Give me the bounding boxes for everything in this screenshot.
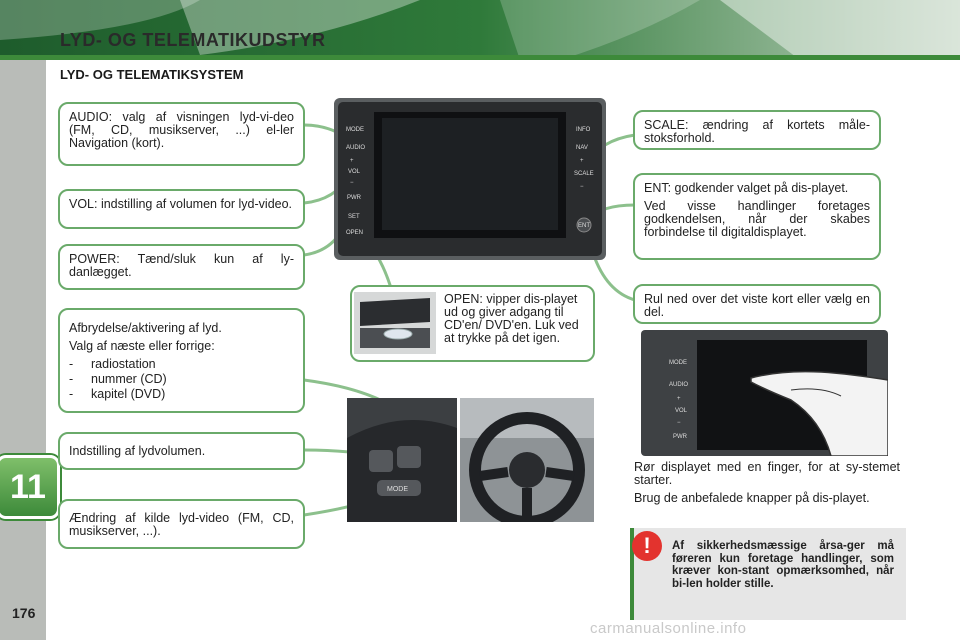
touch-instructions: Rør displayet med en finger, for at sy-s…: [634, 461, 900, 510]
callout-source: Ændring af kilde lyd-video (FM, CD, musi…: [58, 499, 305, 549]
open-display-image: [354, 292, 436, 354]
callout-ent: ENT: godkender valget på dis-playet. Ved…: [633, 173, 881, 260]
warning-box: [630, 528, 906, 620]
button-label: ENT: [578, 223, 590, 229]
callout-audio: AUDIO: valg af visningen lyd-vi-deo (FM,…: [58, 102, 305, 166]
ent-text-2: Ved visse handlinger foretages godkendel…: [644, 199, 870, 239]
power-text: POWER: Tænd/sluk kun af ly-danlægget.: [69, 252, 294, 279]
scale-text: SCALE: ændring af kortets måle-stoksforh…: [644, 118, 870, 145]
callout-power: POWER: Tænd/sluk kun af ly-danlægget.: [58, 244, 305, 290]
volume-setting-text: Indstilling af lydvolumen.: [69, 444, 206, 458]
button-label: −: [580, 184, 584, 190]
button-label: NAV: [576, 145, 588, 151]
ent-text-1: ENT: godkender valget på dis-playet.: [644, 181, 849, 195]
touchscreen-image: MODE AUDIO + VOL − PWR: [641, 330, 888, 456]
button-label: +: [677, 396, 681, 402]
button-label: −: [677, 420, 681, 426]
button-label: AUDIO: [346, 145, 365, 151]
button-label: −: [350, 180, 354, 186]
section-title: LYD- OG TELEMATIKUDSTYR: [60, 30, 326, 50]
button-label: MODE: [346, 127, 364, 133]
source-text: Ændring af kilde lyd-video (FM, CD, musi…: [69, 511, 294, 538]
button-label: SET: [348, 214, 360, 220]
callout-mute: Afbrydelse/aktivering af lyd. Valg af næ…: [58, 308, 305, 413]
device-right-buttons: INFO NAV + SCALE −: [574, 127, 594, 190]
button-label: SCALE: [574, 171, 594, 177]
button-label: INFO: [576, 127, 591, 133]
watermark: carmanualsonline.info: [590, 620, 747, 637]
list-item: radiostation: [69, 358, 294, 371]
audio-text: AUDIO: valg af visningen lyd-vi-deo (FM,…: [69, 110, 294, 150]
button-label: VOL: [348, 169, 361, 175]
mute-text-2: Valg af næste eller forrige:: [69, 339, 215, 353]
button-label: VOL: [675, 408, 688, 414]
subsection-title: LYD- OG TELEMATIKSYSTEM: [60, 67, 244, 82]
chapter-tab: 11: [0, 455, 60, 519]
list-item: kapitel (DVD): [69, 388, 294, 401]
mute-text-1: Afbrydelse/aktivering af lyd.: [69, 321, 222, 335]
touch-text-1: Rør displayet med en finger, for at sy-s…: [634, 460, 900, 487]
warning-text: Af sikkerhedsmæssige årsa-ger må føreren…: [672, 540, 894, 590]
device-left-buttons: MODE AUDIO + VOL − PWR SET OPEN: [346, 127, 365, 236]
side-strip: [0, 60, 46, 640]
open-text: OPEN: vipper dis-playet ud og giver adga…: [444, 292, 579, 345]
header-banner: [0, 0, 960, 60]
multimedia-unit-image: MODE AUDIO + VOL − PWR SET OPEN INFO NAV…: [334, 98, 606, 260]
callout-scroll: Rul ned over det viste kort eller vælg e…: [633, 284, 881, 324]
touch-text-2: Brug de anbefalede knapper på dis-playet…: [634, 491, 870, 505]
callout-vol: VOL: indstilling af volumen for lyd-vide…: [58, 189, 305, 229]
mute-list: radiostation nummer (CD) kapitel (DVD): [69, 358, 294, 401]
steering-wheel-image: [460, 398, 594, 522]
button-label: PWR: [347, 195, 362, 201]
wheel-controls-image: MODE: [347, 398, 457, 522]
vol-text: VOL: indstilling af volumen for lyd-vide…: [69, 197, 293, 211]
callout-scale: SCALE: ændring af kortets måle-stoksforh…: [633, 110, 881, 150]
button-label: PWR: [673, 434, 688, 440]
wheel-mode-label: MODE: [387, 486, 408, 493]
button-label: MODE: [669, 360, 687, 366]
list-item: nummer (CD): [69, 373, 294, 386]
page-number: 176: [12, 605, 36, 621]
button-label: +: [350, 158, 354, 164]
ent-knob: [576, 217, 592, 233]
scroll-text: Rul ned over det viste kort eller vælg e…: [644, 292, 870, 319]
warning-icon: !: [632, 531, 662, 561]
button-label: OPEN: [346, 230, 363, 236]
button-label: AUDIO: [669, 382, 688, 388]
callout-volume-setting: Indstilling af lydvolumen.: [58, 432, 305, 470]
button-label: +: [580, 158, 584, 164]
